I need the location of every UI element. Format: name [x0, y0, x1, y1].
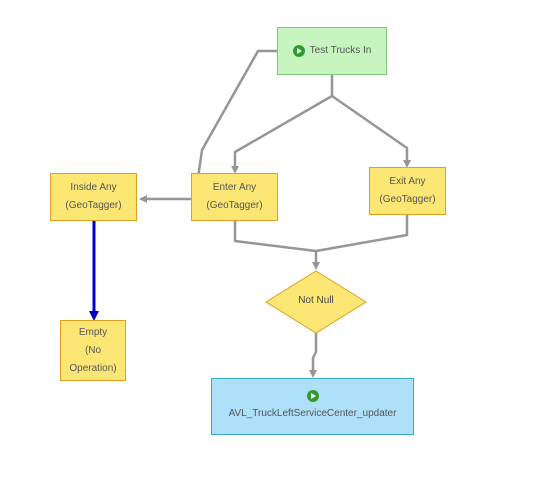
- node-enter-any-line2: (GeoTagger): [206, 200, 263, 211]
- node-exit-any-line2: (GeoTagger): [379, 194, 436, 205]
- node-inside-any-line2: (GeoTagger): [65, 200, 122, 211]
- node-empty-line2: (No: [84, 344, 102, 356]
- node-inside-any[interactable]: Inside Any (GeoTagger): [50, 173, 137, 221]
- node-enter-any[interactable]: Enter Any (GeoTagger): [191, 173, 278, 221]
- connector-test-to-inside[interactable]: [139, 49, 277, 203]
- node-test-trucks-in[interactable]: Test Trucks In: [277, 27, 387, 75]
- node-not-null-label: Not Null: [298, 295, 334, 306]
- connector-fork-to-exit[interactable]: [331, 94, 411, 168]
- connector-notnull-to-avl[interactable]: [309, 332, 318, 378]
- node-avl-updater[interactable]: AVL_TruckLeftServiceCenter_updater: [211, 378, 414, 435]
- node-enter-any-line1: Enter Any: [212, 182, 257, 193]
- connector-fork-to-enter[interactable]: [231, 94, 333, 174]
- node-avl-updater-label: AVL_TruckLeftServiceCenter_updater: [228, 408, 397, 419]
- play-icon: [292, 45, 305, 57]
- connector-exit-to-merge[interactable]: [315, 215, 409, 253]
- node-inside-any-line1: Inside Any: [70, 182, 117, 193]
- connector-enter-to-merge[interactable]: [233, 220, 317, 253]
- node-exit-any-line1: Exit Any: [389, 176, 426, 187]
- node-exit-any[interactable]: Exit Any (GeoTagger): [369, 167, 446, 215]
- not-null-diamond[interactable]: [265, 270, 367, 334]
- play-icon: [306, 390, 319, 402]
- node-empty-line3: Operation): [69, 362, 117, 374]
- node-test-trucks-in-label: Test Trucks In: [309, 45, 372, 56]
- node-empty[interactable]: Empty (No Operation): [60, 320, 126, 381]
- node-empty-line1: Empty: [78, 326, 108, 338]
